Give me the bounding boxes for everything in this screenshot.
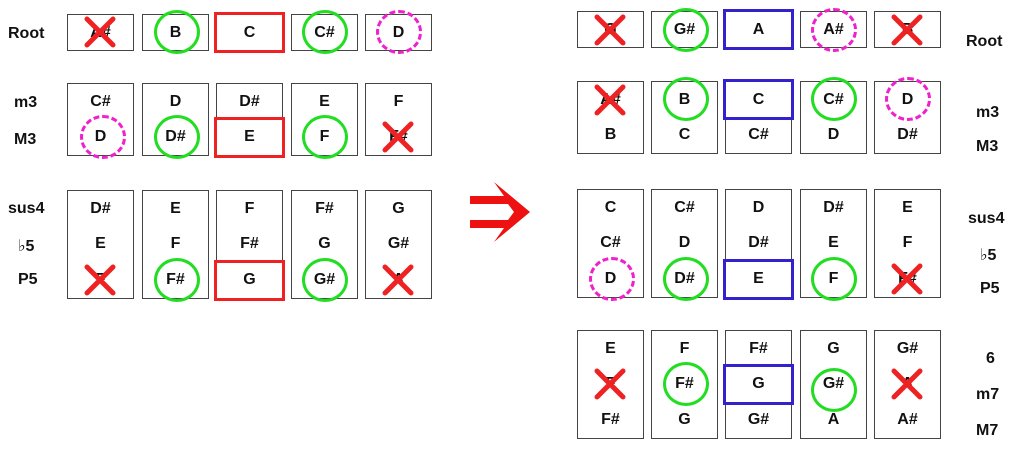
note-cell: F# xyxy=(874,261,941,298)
note-cell: D# xyxy=(800,189,867,226)
note-cell: C xyxy=(216,14,283,51)
note-cell: E xyxy=(142,190,209,227)
label-M3: M3 xyxy=(976,138,999,155)
note-cell: B xyxy=(577,117,644,154)
note-cell: F# xyxy=(365,119,432,156)
note-cell: C xyxy=(577,189,644,226)
note-cell: G# xyxy=(365,226,432,263)
note-cell: F xyxy=(800,261,867,298)
label-M7: M7 xyxy=(976,422,999,439)
label-sus4: sus4 xyxy=(8,200,45,217)
note-cell: D xyxy=(725,189,792,226)
note-cell: A# xyxy=(577,81,644,118)
note-cell: G xyxy=(725,366,792,403)
note-cell: C# xyxy=(577,225,644,262)
note-cell: A# xyxy=(67,14,134,51)
note-cell: G# xyxy=(725,402,792,439)
note-cell: F xyxy=(142,226,209,263)
note-cell: F xyxy=(67,262,134,299)
note-cell: F xyxy=(577,366,644,403)
note-cell: C# xyxy=(67,83,134,120)
note-cell: C xyxy=(725,81,792,118)
note-cell: D# xyxy=(874,117,941,154)
note-cell: C# xyxy=(651,189,718,226)
note-cell: G# xyxy=(651,11,718,48)
note-cell: E xyxy=(291,83,358,120)
note-cell: D xyxy=(67,119,134,156)
note-cell: D xyxy=(800,117,867,154)
note-cell: D# xyxy=(67,190,134,227)
right-arrow-icon xyxy=(470,182,530,242)
label-root: Root xyxy=(966,33,1003,50)
label-m3: m3 xyxy=(14,94,38,111)
note-cell: F xyxy=(874,225,941,262)
note-cell: F xyxy=(365,83,432,120)
label-m7: m7 xyxy=(976,386,1000,403)
note-cell: E xyxy=(725,261,792,298)
note-cell: D xyxy=(874,81,941,118)
note-cell: D xyxy=(651,225,718,262)
label-flat5: ♭5 xyxy=(980,247,997,264)
label-root: Root xyxy=(8,25,45,42)
label-m3: m3 xyxy=(976,104,1000,121)
note-cell: F# xyxy=(651,366,718,403)
note-cell: E xyxy=(67,226,134,263)
note-cell: A xyxy=(800,402,867,439)
note-cell: B xyxy=(874,11,941,48)
note-cell: A# xyxy=(800,11,867,48)
note-cell: A# xyxy=(874,402,941,439)
note-cell: F# xyxy=(142,262,209,299)
label-P5: P5 xyxy=(980,280,1000,297)
note-cell: F# xyxy=(725,330,792,367)
label-P5: P5 xyxy=(18,271,38,288)
note-cell: F# xyxy=(577,402,644,439)
note-cell: G# xyxy=(800,366,867,403)
note-cell: G# xyxy=(291,262,358,299)
note-cell: E xyxy=(216,119,283,156)
note-cell: A xyxy=(725,11,792,48)
label-sus4: sus4 xyxy=(968,210,1005,227)
note-cell: C# xyxy=(800,81,867,118)
note-cell: B xyxy=(142,14,209,51)
label-6: 6 xyxy=(986,350,995,367)
note-cell: D xyxy=(365,14,432,51)
note-cell: D# xyxy=(142,119,209,156)
note-cell: G xyxy=(577,11,644,48)
note-cell: F xyxy=(216,190,283,227)
note-cell: G xyxy=(651,402,718,439)
note-cell: D# xyxy=(651,261,718,298)
note-cell: G xyxy=(800,330,867,367)
note-cell: F# xyxy=(291,190,358,227)
note-cell: F# xyxy=(216,226,283,263)
note-cell: B xyxy=(651,81,718,118)
note-cell: G xyxy=(291,226,358,263)
note-cell: C# xyxy=(291,14,358,51)
note-cell: G# xyxy=(874,330,941,367)
note-cell: F xyxy=(291,119,358,156)
note-cell: G xyxy=(365,190,432,227)
label-M3: M3 xyxy=(14,131,37,148)
note-cell: D# xyxy=(725,225,792,262)
note-cell: C xyxy=(651,117,718,154)
note-cell: A xyxy=(874,366,941,403)
note-cell: D# xyxy=(216,83,283,120)
note-cell: E xyxy=(874,189,941,226)
note-cell: D xyxy=(142,83,209,120)
note-cell: E xyxy=(577,330,644,367)
label-flat5: ♭5 xyxy=(18,238,35,255)
note-cell: G xyxy=(216,262,283,299)
note-cell: C# xyxy=(725,117,792,154)
note-cell: A xyxy=(365,262,432,299)
note-cell: D xyxy=(577,261,644,298)
note-cell: F xyxy=(651,330,718,367)
note-cell: E xyxy=(800,225,867,262)
